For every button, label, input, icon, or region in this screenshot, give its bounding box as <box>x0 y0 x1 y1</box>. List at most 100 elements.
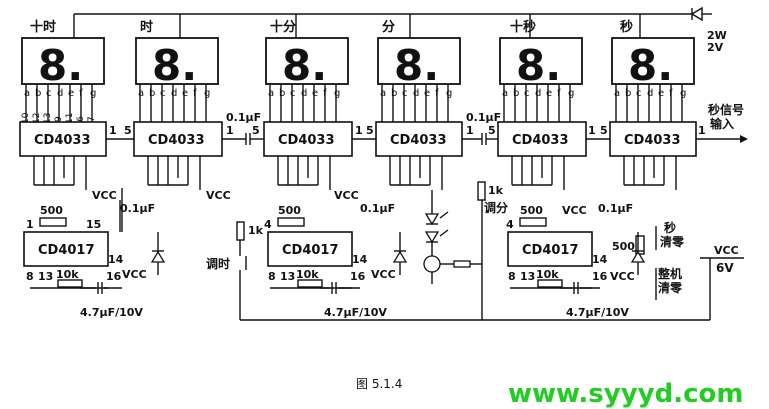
vcc-label: VCC <box>334 189 359 202</box>
switch-second-clear[interactable]: 秒 清零 <box>655 220 685 250</box>
resistor-10k-3: 10k <box>536 268 563 288</box>
chip-label: CD4017 <box>522 243 579 258</box>
diode-2 <box>392 232 408 275</box>
display-digit-ten-seconds: 十秒 8. <box>499 19 583 90</box>
chip-label: CD4033 <box>512 133 569 148</box>
chip-cd4033-2: CD4033 <box>133 121 223 157</box>
vcc-label: VCC <box>206 189 231 202</box>
pin-label: 13 <box>520 270 535 283</box>
switch-label: 整机 <box>657 266 682 281</box>
chip-label: CD4033 <box>624 133 681 148</box>
pin-number: 6 <box>76 116 86 122</box>
digit-label: 秒 <box>620 19 633 35</box>
seg-letter: a <box>24 88 30 99</box>
pin-label: 1 <box>109 124 117 137</box>
pin-label: 1 <box>26 218 34 231</box>
pin-numbers-group: 10 12 13 9 11 6 7 <box>21 112 97 124</box>
pin-label: 5 <box>366 124 374 137</box>
seven-segment-digit: 8. <box>394 41 439 90</box>
seg-letter: d <box>57 88 63 99</box>
segment-wires <box>25 84 683 122</box>
pin-label: 14 <box>592 253 608 266</box>
display-digit-minutes: 分 8. <box>377 19 461 90</box>
digit-label: 十时 <box>30 19 56 35</box>
chip-label: CD4033 <box>148 133 205 148</box>
cap-label: 4.7μF/10V <box>80 306 143 319</box>
chip-cd4033-5: CD4033 <box>497 121 587 157</box>
seg-letter: g <box>680 88 686 99</box>
diode-3 <box>630 232 646 275</box>
pin-label: 13 <box>280 270 295 283</box>
seg-letter: c <box>636 88 642 99</box>
resistor-500-3: 500 <box>519 204 547 227</box>
cascade-wires <box>106 133 740 145</box>
pin-label: 13 <box>38 270 53 283</box>
pin-label: 16 <box>106 270 122 283</box>
seg-letter: e <box>182 88 188 99</box>
figure-caption: 图 5.1.4 <box>356 377 402 391</box>
seg-letter: a <box>138 88 144 99</box>
switch-total-clear[interactable]: 整机 清零 <box>655 266 683 300</box>
pin-label: 8 <box>268 270 276 283</box>
pin-label: 8 <box>508 270 516 283</box>
chip-cd4017-3: CD4017 <box>507 231 593 267</box>
resistor-label: 10k <box>296 268 319 281</box>
seg-letter: g <box>446 88 452 99</box>
cd4017-pin-labels: 1 15 14 8 13 16 4 14 8 13 16 4 14 8 13 1… <box>26 218 608 283</box>
second-signal-label: 输入 <box>710 116 734 131</box>
watermark: www.syyyd.com <box>508 379 743 409</box>
resistor-10k-2: 10k <box>296 268 323 288</box>
cap-label: 0.1μF <box>360 202 395 215</box>
switch-adjust-minute[interactable]: 调分 <box>481 200 508 232</box>
seg-letter: g <box>90 88 96 99</box>
display-digit-hours: 时 8. <box>135 19 219 90</box>
resistor-500-4: 500 <box>612 235 645 255</box>
pin-label: 4 <box>506 218 514 231</box>
segment-letters-group: a b c d e f g a b c d e f g a b c d e f … <box>24 88 686 99</box>
resistor-label: 500 <box>40 204 63 217</box>
seg-letter: d <box>413 88 419 99</box>
switch-adjust-hour[interactable]: 调时 <box>206 240 247 271</box>
zener-label-2: 2V <box>707 41 724 54</box>
seg-letter: g <box>204 88 210 99</box>
pin-number: 7 <box>87 116 97 122</box>
pin-label: 16 <box>592 270 608 283</box>
cap-label: 0.1μF <box>226 111 261 124</box>
seven-segment-digit: 8. <box>628 41 673 90</box>
resistor-label: 1k <box>488 184 504 197</box>
seg-letter: b <box>391 88 397 99</box>
digit-label: 分 <box>382 19 395 35</box>
resistor-500-1: 500 <box>39 204 67 227</box>
chip-label: CD4033 <box>34 133 91 148</box>
pin-label: 4 <box>264 218 272 231</box>
seg-letter: c <box>402 88 408 99</box>
seven-segment-digit: 8. <box>516 41 561 90</box>
bottom-wires <box>30 188 711 321</box>
transistor <box>423 242 482 284</box>
seg-letter: b <box>279 88 285 99</box>
seg-letter: c <box>290 88 296 99</box>
switch-label: 秒 <box>664 220 676 235</box>
pin-label: 1 <box>355 124 363 137</box>
led-pair <box>424 190 449 244</box>
pin-label: 8 <box>26 270 34 283</box>
vcc-label: VCC <box>92 189 117 202</box>
pin-label: 1 <box>588 124 596 137</box>
pin-number: 12 <box>32 113 42 124</box>
pin-label: 16 <box>350 270 366 283</box>
chip-cd4033-1: CD4033 <box>19 121 107 157</box>
vcc-label: VCC <box>610 270 635 283</box>
seg-letter: d <box>301 88 307 99</box>
resistor-label: 10k <box>536 268 559 281</box>
seg-letter: c <box>160 88 166 99</box>
seg-letter: g <box>334 88 340 99</box>
zener-label-1: 2W <box>707 29 727 42</box>
pin-number: 13 <box>43 113 53 124</box>
vcc-label: VCC <box>371 268 396 281</box>
resistor-10k-1: 10k <box>56 268 83 288</box>
vcc-label: VCC <box>122 268 147 281</box>
pin-label: 5 <box>600 124 608 137</box>
pin-number: 9 <box>54 116 64 122</box>
vcc-label: VCC <box>714 244 739 257</box>
